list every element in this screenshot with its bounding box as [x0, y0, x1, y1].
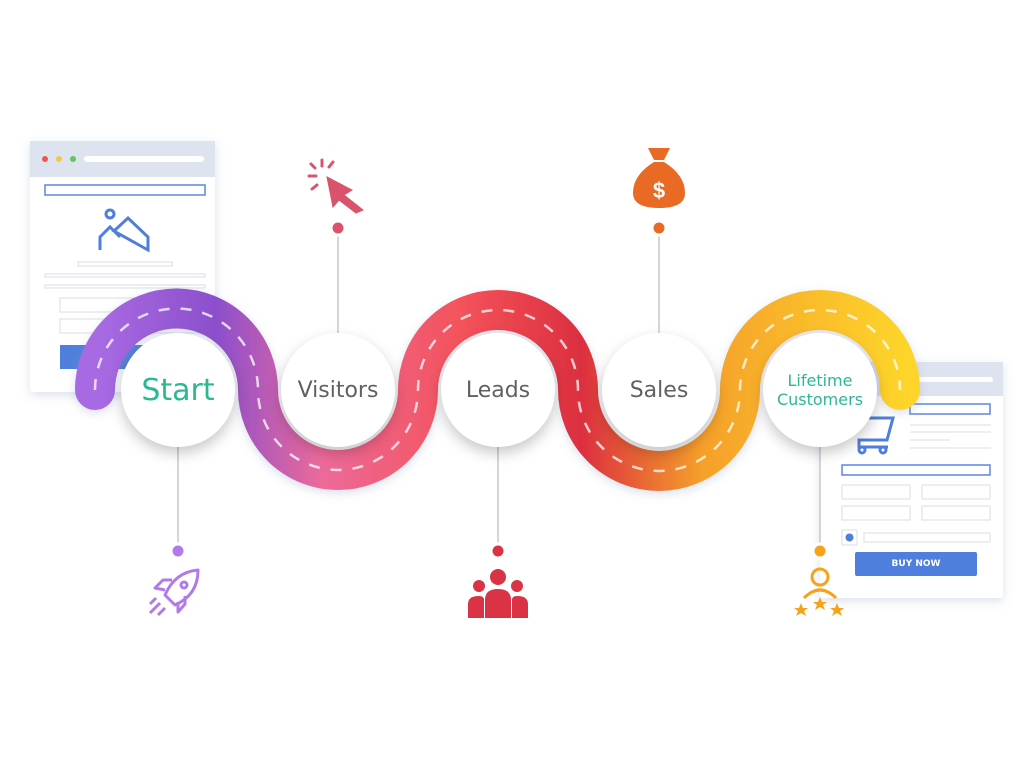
connector-lines — [177, 228, 821, 551]
stage-label: Leads — [465, 377, 531, 403]
stage-lifetime-customers: Lifetime Customers — [763, 333, 877, 447]
customer-stars-icon — [794, 567, 844, 616]
cursor-click-icon — [307, 158, 364, 214]
journey-road — [75, 288, 920, 491]
image-placeholder-icon — [98, 208, 150, 253]
money-bag-icon: $ — [633, 148, 685, 208]
people-group-icon — [468, 569, 528, 618]
buy-now-button: BUY NOW — [855, 552, 977, 576]
stage-leads: Leads — [441, 333, 555, 447]
stage-label: Start — [141, 372, 215, 408]
stage-label: Lifetime Customers — [776, 371, 864, 409]
stage-start: Start — [121, 333, 235, 447]
svg-text:$: $ — [653, 178, 665, 203]
stage-label: Sales — [629, 377, 689, 403]
shopping-cart-icon — [856, 416, 895, 455]
stage-visitors: Visitors — [281, 333, 395, 447]
rocket-icon — [148, 568, 200, 617]
stage-sales: Sales — [602, 333, 716, 447]
stage-label: Visitors — [297, 377, 379, 403]
stage-dots — [169, 219, 829, 560]
